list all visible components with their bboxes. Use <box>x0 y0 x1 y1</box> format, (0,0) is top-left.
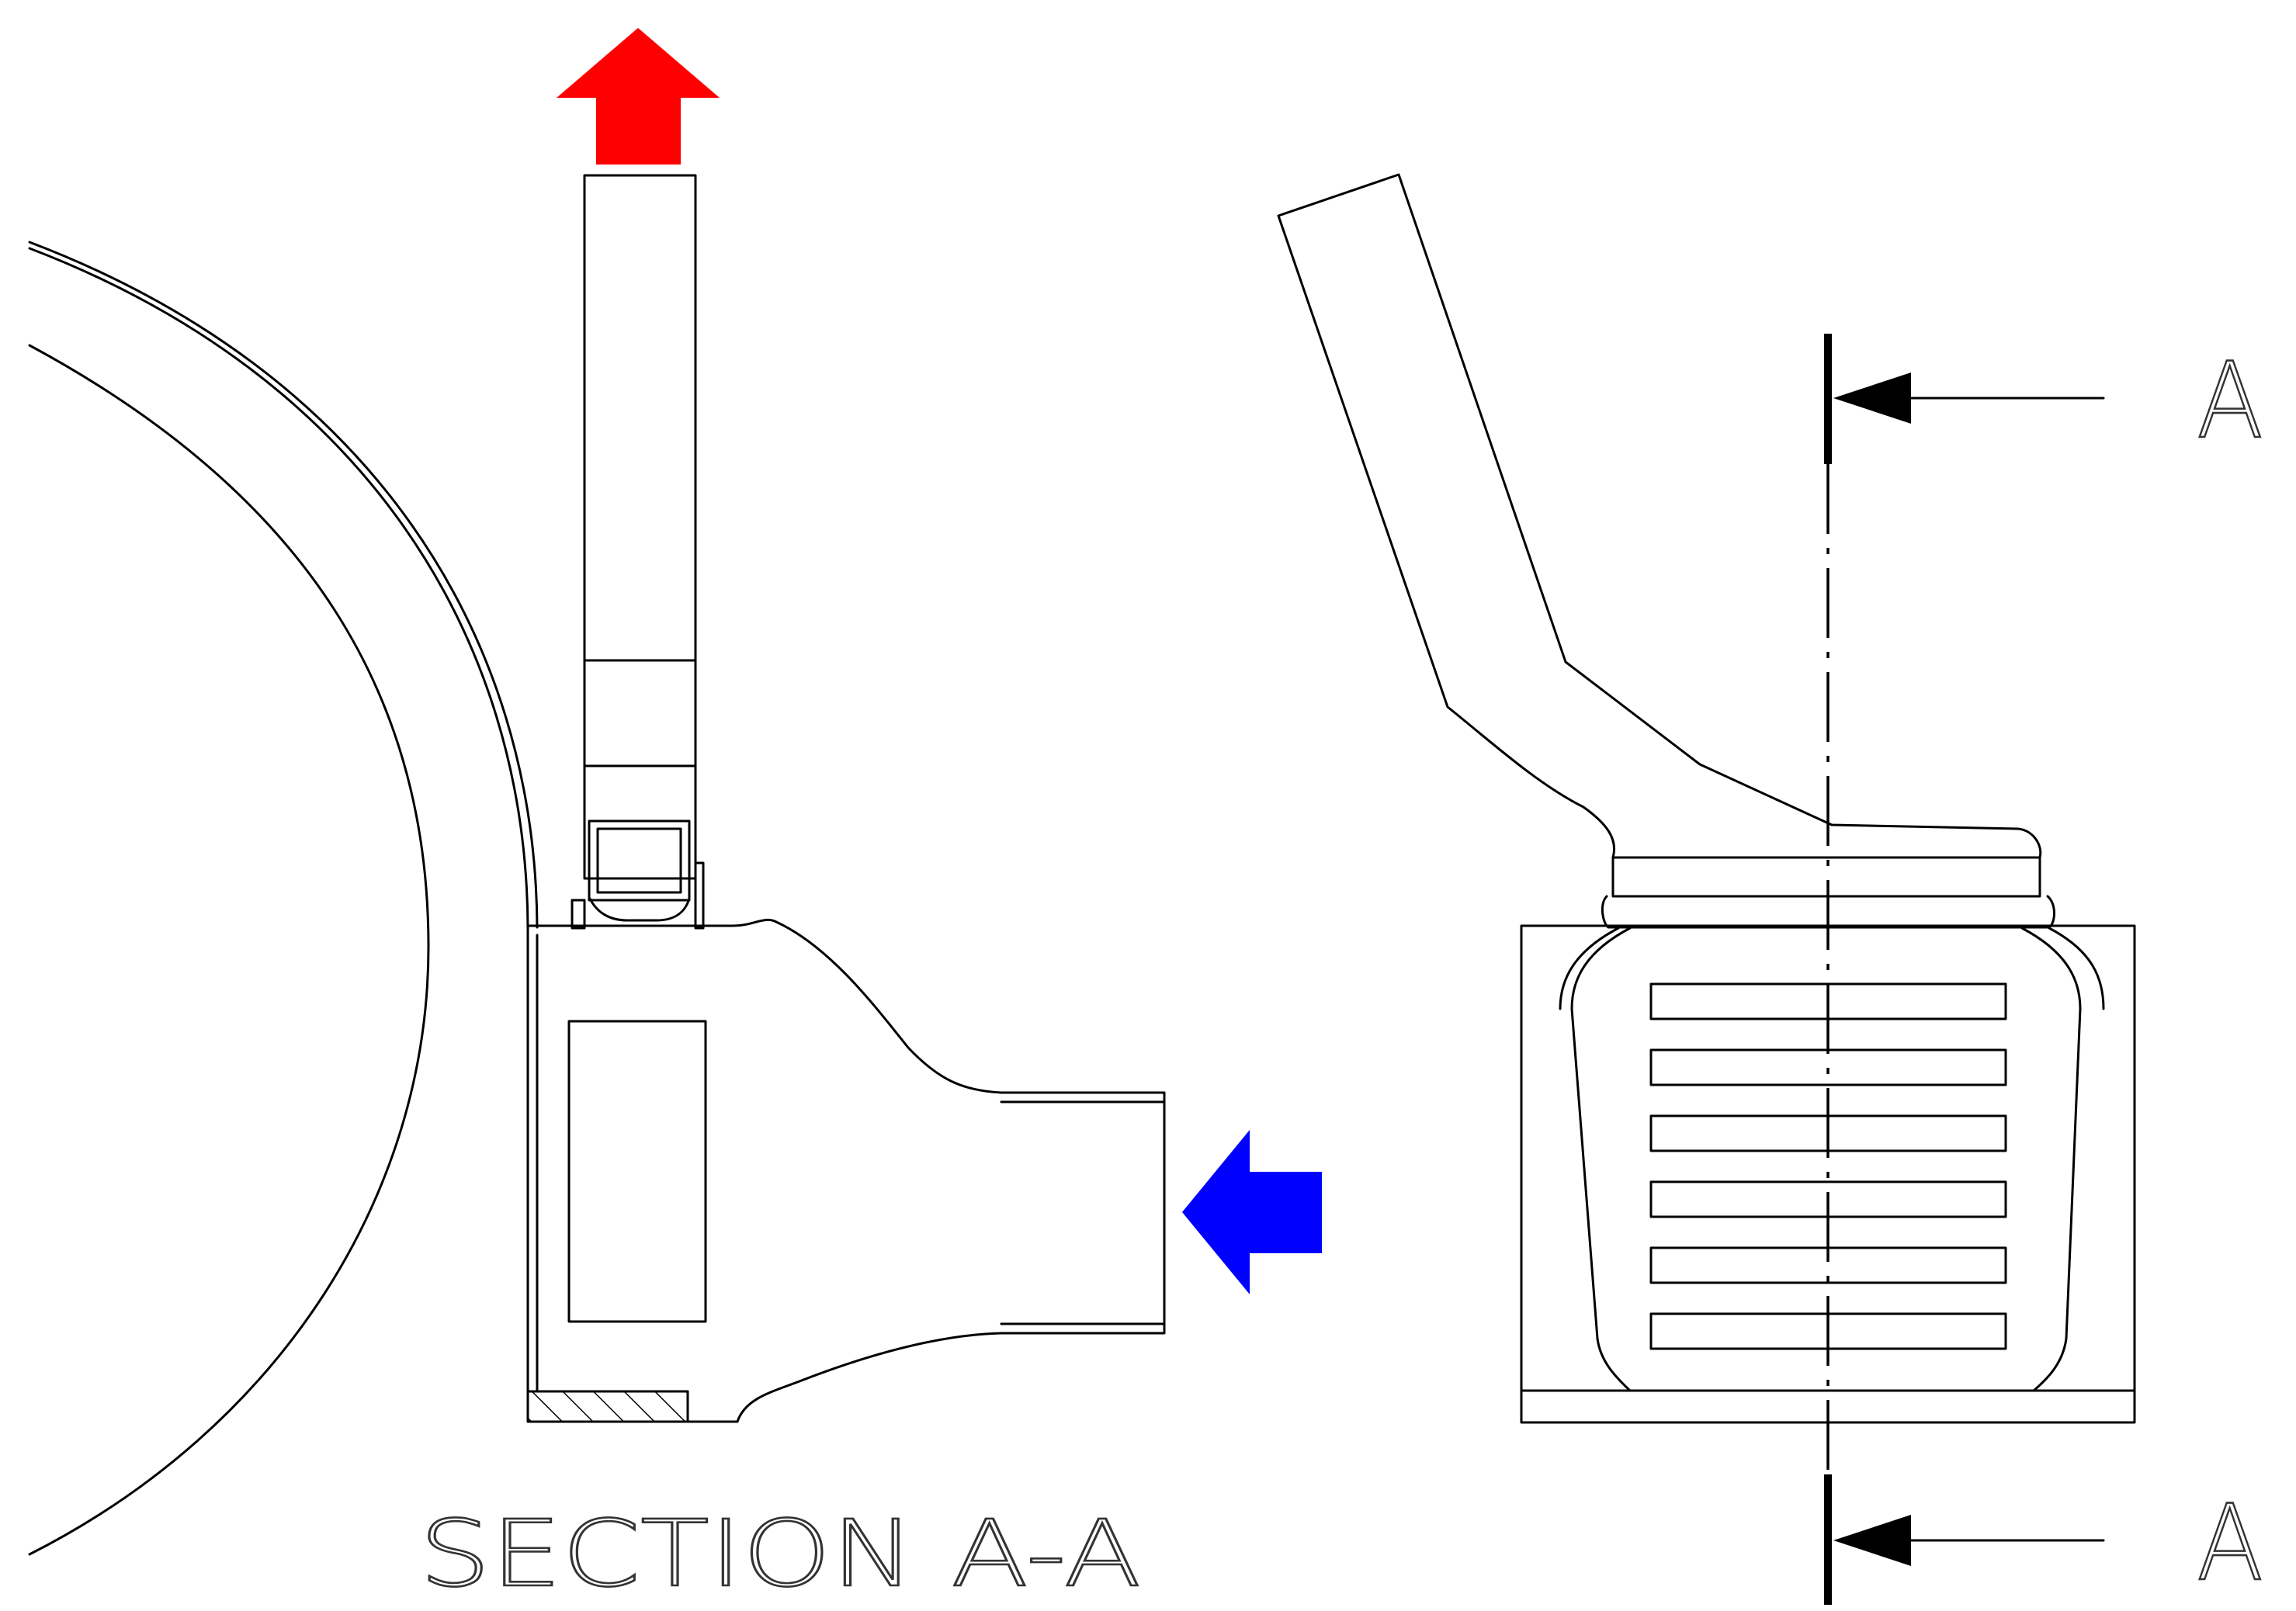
angled-chute <box>1277 173 2042 859</box>
section-marker-bottom-label: A <box>2197 1482 2263 1604</box>
section-marker-bottom[interactable]: A <box>1824 1474 2264 1605</box>
section-marker-top[interactable]: A <box>1824 334 2264 464</box>
section-marker-top-label: A <box>2197 340 2263 462</box>
hatched-base <box>528 1391 688 1422</box>
section-view: SECTION A-A <box>28 28 1322 1608</box>
elevation-view: A A <box>1277 173 2264 1605</box>
inlet-arrow <box>1182 1130 1322 1294</box>
fan-housing <box>526 918 1166 1423</box>
outlet-arrow <box>557 28 720 165</box>
louvre-slot <box>1649 1048 2007 1086</box>
section-caption: SECTION A-A <box>419 1500 1141 1607</box>
drum-casing <box>28 241 539 1556</box>
outlet-duct <box>571 174 705 930</box>
